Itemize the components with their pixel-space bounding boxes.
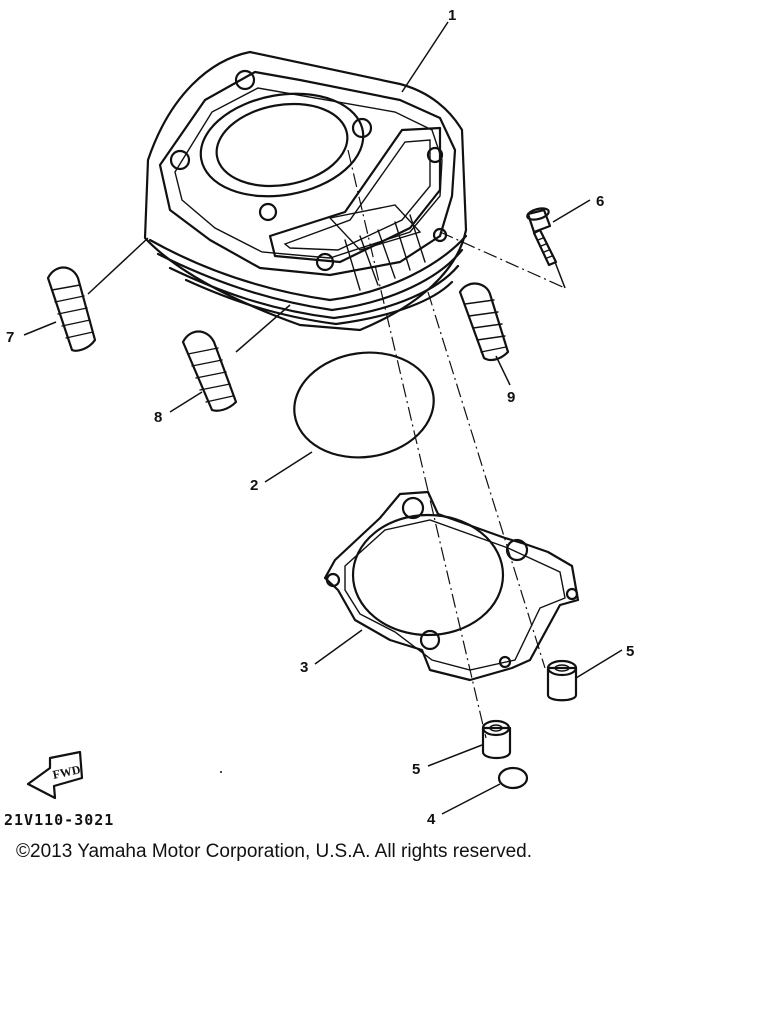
dowel-pin-upper (546, 659, 578, 702)
callout-5-upper: 5 (626, 643, 634, 660)
callout-7: 7 (6, 329, 14, 346)
callout-5-lower: 5 (412, 761, 420, 778)
diagram-part-code: 21V110-3021 (4, 811, 115, 829)
copyright-notice: ©2013 Yamaha Motor Corporation, U.S.A. A… (16, 841, 532, 862)
callout-4: 4 (427, 811, 436, 828)
fwd-arrow-icon: FWD (26, 750, 84, 800)
cylinder-gasket (323, 490, 580, 682)
stud-bolt-9 (458, 282, 510, 362)
stud-bolt-7 (46, 266, 97, 352)
callout-8: 8 (154, 409, 162, 426)
callout-3: 3 (300, 659, 308, 676)
fwd-label: FWD (51, 762, 82, 782)
callout-2: 2 (250, 477, 258, 494)
bolt (526, 207, 558, 267)
stud-bolt-8 (181, 330, 238, 412)
small-o-ring (497, 766, 529, 790)
dowel-pin-lower (481, 719, 512, 760)
cylinder (143, 50, 468, 332)
callout-1: 1 (448, 7, 456, 24)
leader-lines (23, 21, 623, 815)
o-ring (293, 351, 435, 459)
callouts: 1 6 7 8 9 2 3 5 5 4 (6, 7, 634, 828)
assembly-centerlines (347, 149, 566, 739)
callout-6: 6 (596, 193, 604, 210)
callout-9: 9 (507, 389, 515, 406)
